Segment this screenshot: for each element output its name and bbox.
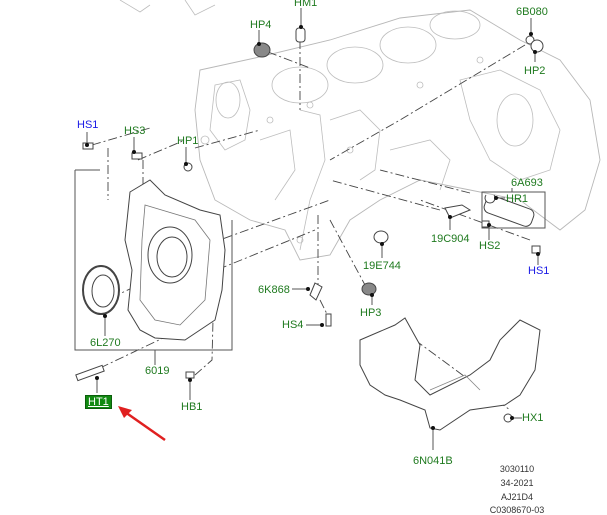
part-label-hp4[interactable]: HP4	[250, 19, 272, 31]
part-label-19c904[interactable]: 19C904	[431, 233, 470, 245]
hp4-part	[253, 42, 271, 58]
6a693-part	[483, 195, 535, 227]
part-label-6k868[interactable]: 6K868	[258, 284, 290, 296]
19e744-part	[373, 230, 389, 244]
part-label-hp2[interactable]: HP2	[524, 65, 546, 77]
part-label-hp3[interactable]: HP3	[360, 307, 382, 319]
leader-lines	[85, 8, 546, 450]
part-label-6019[interactable]: 6019	[145, 365, 170, 377]
part-label-6b080[interactable]: 6B080	[516, 6, 548, 18]
part-label-19e744[interactable]: 19E744	[363, 260, 401, 272]
hb1-part	[185, 371, 195, 379]
part-label-6a693[interactable]: 6A693	[511, 177, 543, 189]
fasteners	[75, 27, 544, 423]
hp2-part	[530, 39, 544, 53]
footer-ref-3: AJ21D4	[500, 492, 534, 502]
oil-seal-part	[82, 265, 120, 315]
part-label-ht1-selected[interactable]: HT1	[85, 395, 112, 409]
part-label-hb1[interactable]: HB1	[181, 401, 203, 413]
part-label-6l270[interactable]: 6L270	[90, 337, 121, 349]
part-label-hm1[interactable]: HM1	[294, 0, 318, 9]
shield-part	[359, 317, 541, 431]
part-label-hx1[interactable]: HX1	[522, 412, 544, 424]
hr1-part	[484, 194, 496, 204]
part-label-hs1-right[interactable]: HS1	[528, 265, 550, 277]
hs1-right-part	[531, 245, 541, 254]
part-label-6n041b[interactable]: 6N041B	[413, 455, 453, 467]
part-label-hs3[interactable]: HS3	[124, 125, 146, 137]
footer-ref-1: 3030110	[499, 464, 535, 474]
hs4-part	[325, 313, 332, 327]
hm1-part	[295, 27, 306, 43]
part-label-hs2[interactable]: HS2	[479, 240, 501, 252]
assembly-lines	[91, 40, 531, 411]
hs3-part	[131, 152, 143, 160]
part-label-hp1[interactable]: HP1	[177, 135, 199, 147]
footer-ref-4: C0308670-03	[489, 505, 545, 515]
red-arrow-icon	[118, 406, 166, 442]
19c904-part	[444, 204, 472, 219]
part-label-hr1[interactable]: HR1	[506, 193, 529, 205]
ht1-part	[75, 364, 105, 382]
cylinder-block	[119, 0, 601, 261]
part-label-hs4[interactable]: HS4	[282, 319, 304, 331]
part-label-hs1-left[interactable]: HS1	[77, 119, 99, 131]
6k868-part	[309, 282, 323, 301]
cover-group-bracket	[74, 169, 233, 365]
hp3-part	[361, 282, 377, 296]
footer-ref-2: 34-2021	[500, 478, 534, 488]
front-cover-part	[124, 179, 226, 341]
